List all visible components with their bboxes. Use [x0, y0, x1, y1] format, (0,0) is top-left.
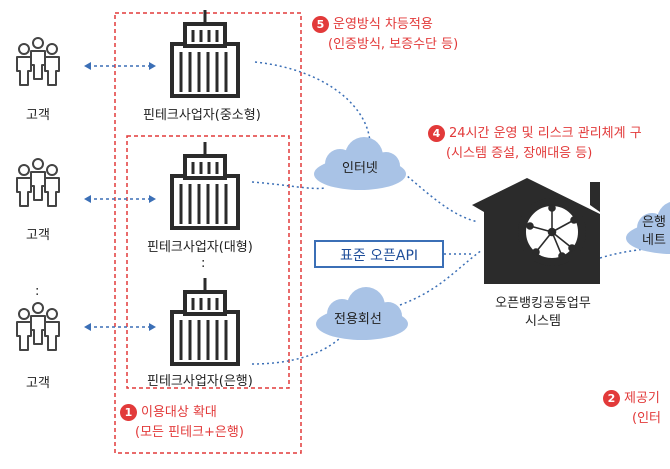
ellipsis-mark: : [35, 284, 40, 299]
note-number: 2 [603, 390, 620, 407]
internet-label: 인터넷 [342, 161, 378, 176]
connector-line [599, 245, 670, 259]
fintech-inner-frame [126, 135, 290, 389]
note-number: 5 [312, 16, 329, 33]
open-banking-system-icon [472, 178, 600, 284]
connector-line [251, 332, 346, 365]
customer-label: 고객 [26, 108, 50, 123]
note-4: 4 24시간 운영 및 리스크 관리체계 구 [428, 125, 642, 142]
note-number: 1 [120, 404, 137, 421]
customer-group-icon [17, 159, 59, 206]
note-title: 운영방식 차등적용 [333, 17, 433, 32]
fintech-outer-frame [114, 12, 302, 454]
ellipsis-mark: : [201, 256, 206, 271]
system-label-line1: 오픈뱅킹공동업무 [495, 296, 591, 311]
fintech-large-label: 핀테크사업자(대형) [147, 240, 253, 255]
building-icon [170, 8, 240, 98]
note-5-detail: (인증방식, 보증수단 등) [328, 37, 459, 52]
note-1-detail: (모든 핀테크+은행) [135, 425, 244, 440]
note-title: 이용대상 확대 [141, 405, 217, 420]
note-5: 5 운영방식 차등적용 [312, 16, 433, 33]
note-title: 24시간 운영 및 리스크 관리체계 구 [449, 126, 642, 141]
bank-network-label: 은행 네트 [642, 215, 666, 248]
leased-line-label: 전용회선 [334, 312, 382, 327]
note-2-detail: (인터 [632, 411, 661, 426]
customer-group-icon [17, 303, 59, 350]
connector-line [251, 181, 326, 190]
building-icon [170, 140, 240, 230]
connector-line [399, 169, 479, 223]
note-title: 제공기 [624, 391, 660, 406]
standard-open-api-box: 표준 오픈API [314, 240, 444, 268]
customer-label: 고객 [26, 376, 50, 391]
note-number: 4 [428, 125, 445, 142]
note-4-detail: (시스템 증설, 장애대응 등) [446, 146, 593, 161]
note-1: 1 이용대상 확대 [120, 404, 217, 421]
fintech-bank-label: 핀테크사업자(은행) [147, 374, 253, 389]
note-2: 2 제공기 [603, 390, 660, 407]
connector-line [254, 61, 371, 146]
fintech-small-label: 핀테크사업자(중소형) [143, 108, 261, 123]
customer-group-icon [17, 38, 59, 85]
system-label-line2: 시스템 [525, 314, 561, 329]
customer-label: 고객 [26, 228, 50, 243]
building-icon [170, 276, 240, 366]
